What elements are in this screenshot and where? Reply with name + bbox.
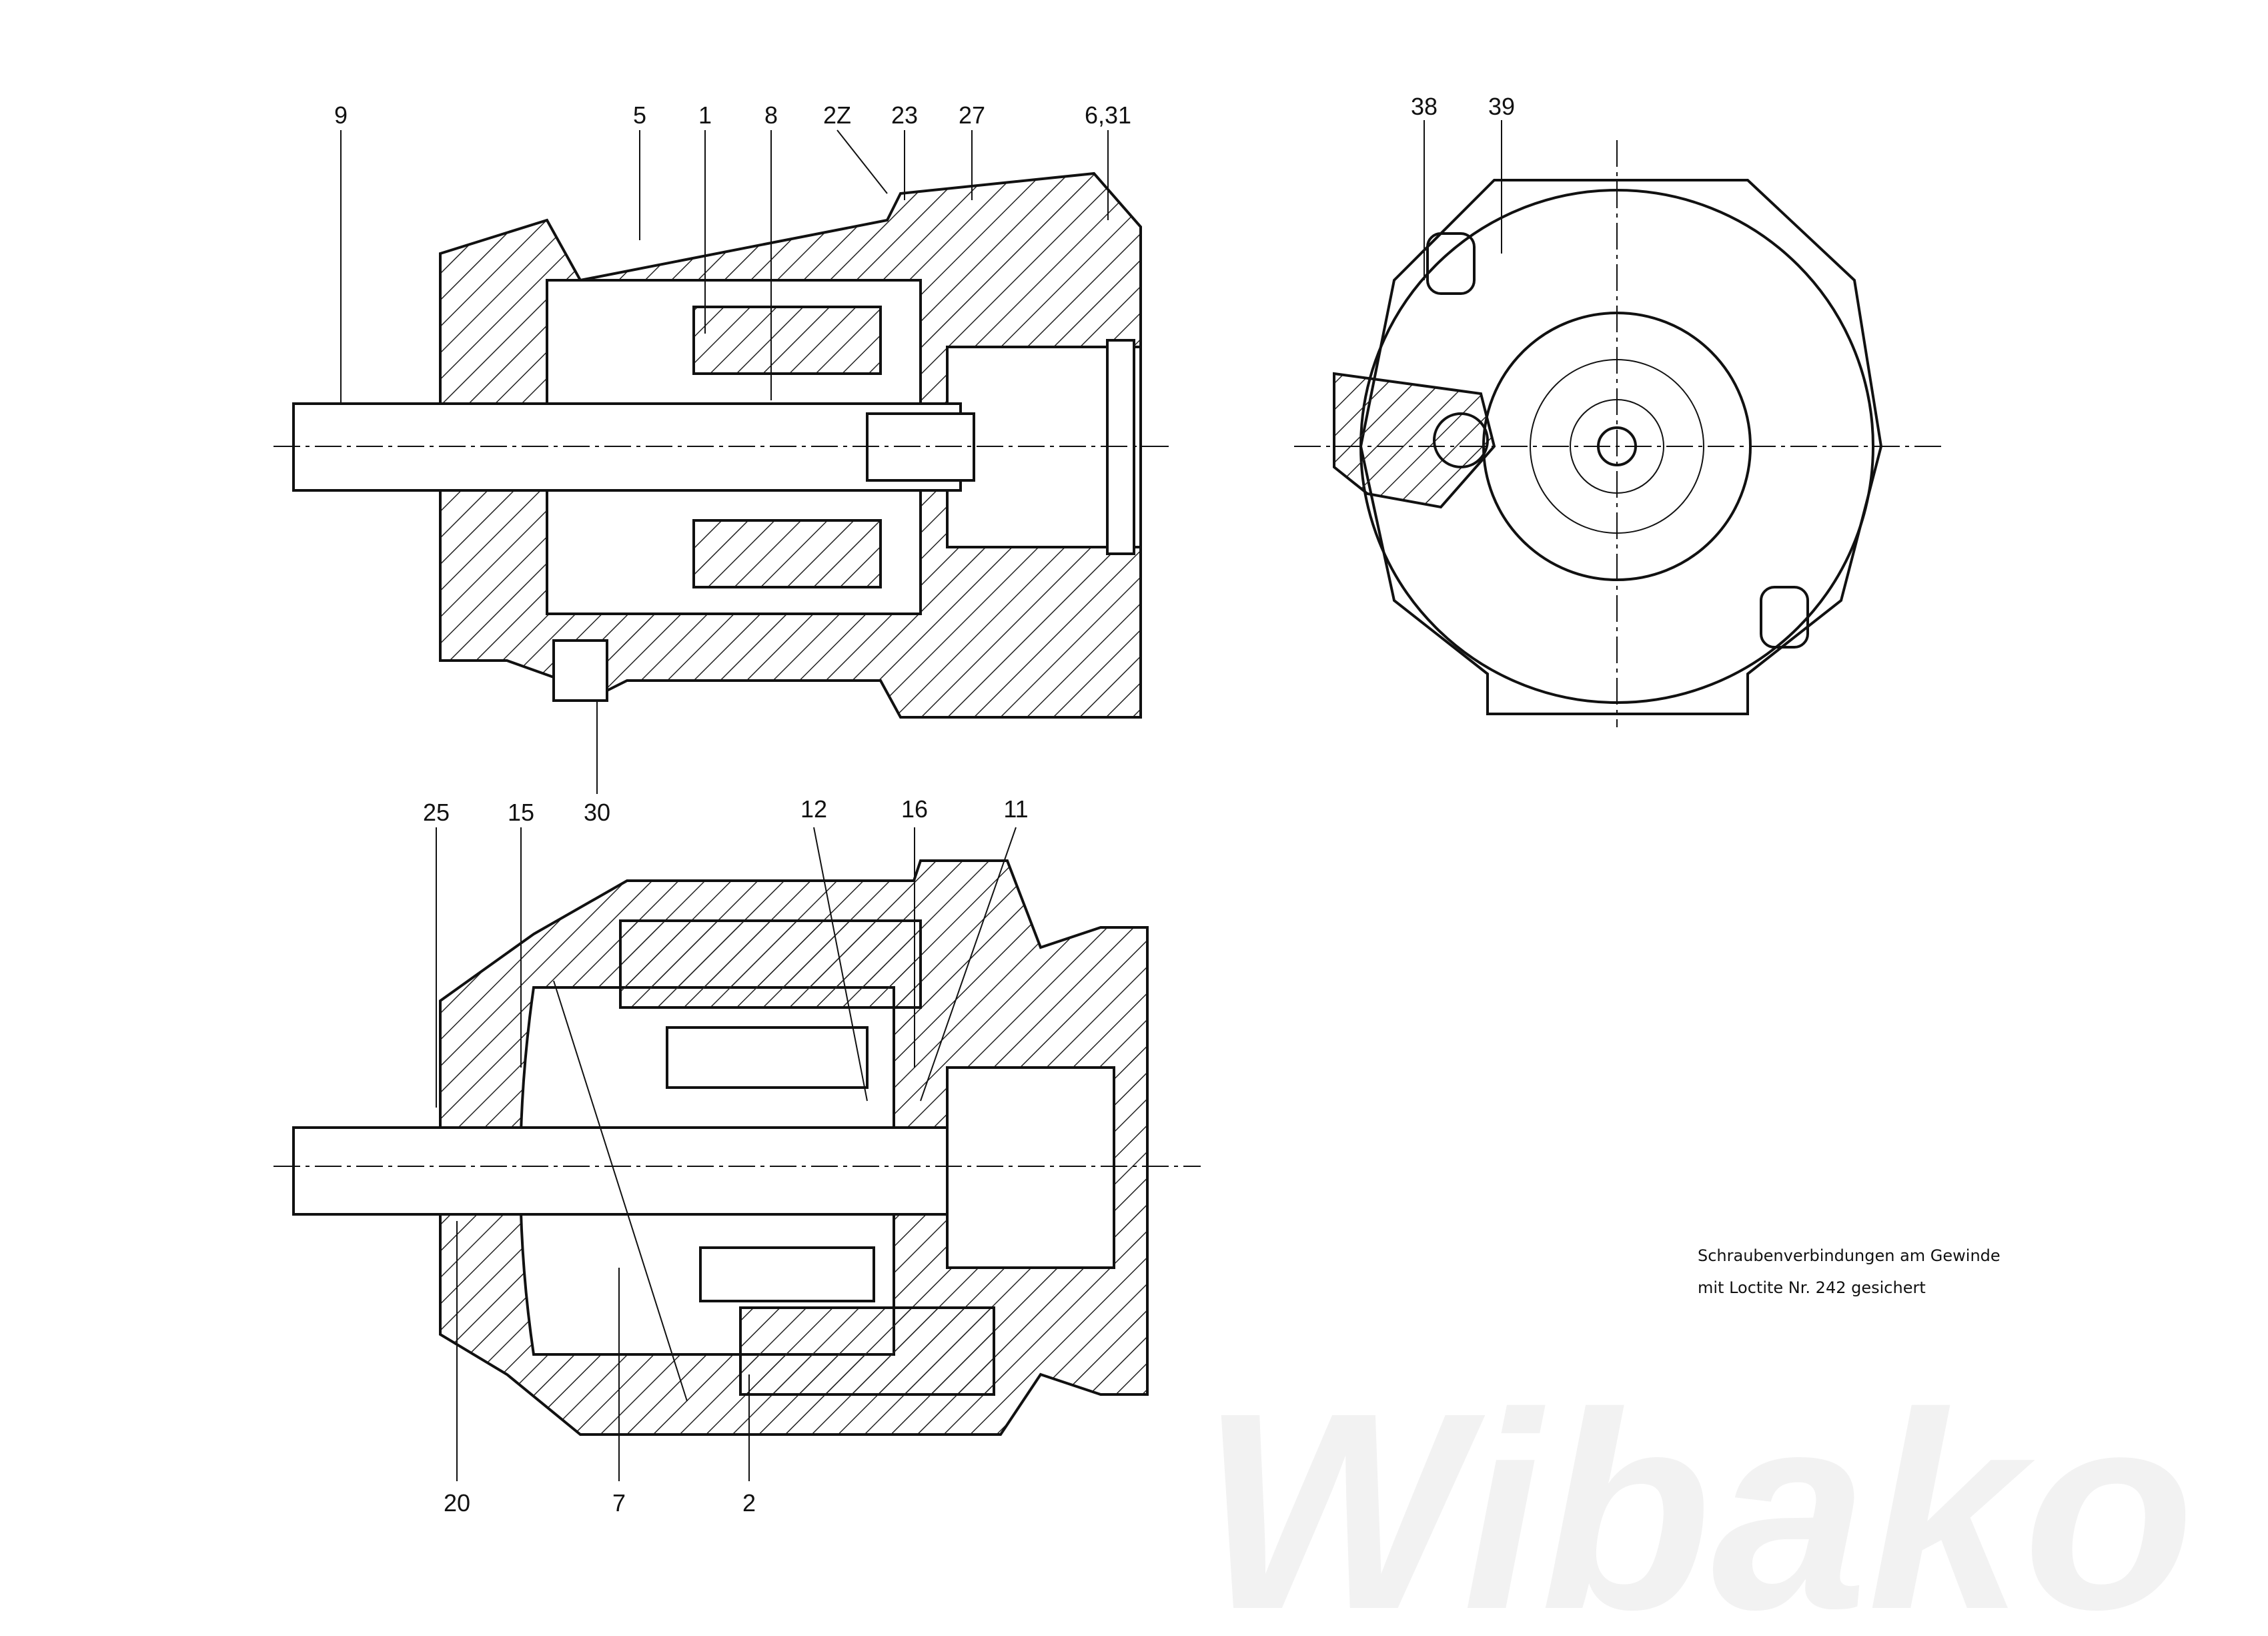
end-view xyxy=(1294,140,1941,727)
label-5: 5 xyxy=(633,101,646,129)
label-6-31: 6,31 xyxy=(1085,101,1131,129)
label-22: 2Z xyxy=(823,101,851,129)
label-11: 11 xyxy=(1003,795,1028,823)
note-line-2: mit Loctite Nr. 242 gesichert xyxy=(1698,1278,1926,1297)
top-section-view xyxy=(273,171,1174,719)
assembly-note: Schraubenverbindungen am Gewinde mit Loc… xyxy=(1698,1246,2001,1297)
label-20: 20 xyxy=(444,1489,470,1517)
label-12: 12 xyxy=(800,795,827,823)
label-16: 16 xyxy=(901,795,928,823)
part-labels: 9 5 1 8 2Z 23 27 6,31 38 39 30 25 15 12 … xyxy=(334,93,1515,1517)
label-1: 1 xyxy=(698,101,712,129)
label-30: 30 xyxy=(584,799,610,826)
note-line-1: Schraubenverbindungen am Gewinde xyxy=(1698,1246,2001,1265)
leader-lines xyxy=(340,120,1502,1481)
label-15: 15 xyxy=(508,799,534,826)
label-9: 9 xyxy=(334,101,348,129)
label-39: 39 xyxy=(1488,93,1515,120)
label-2: 2 xyxy=(742,1489,756,1517)
label-7: 7 xyxy=(612,1489,626,1517)
label-25: 25 xyxy=(423,799,450,826)
label-27: 27 xyxy=(959,101,985,129)
label-23: 23 xyxy=(891,101,918,129)
bottom-section-view xyxy=(273,859,1201,1436)
label-38: 38 xyxy=(1411,93,1438,120)
watermark: Wibako xyxy=(1201,1355,2195,1636)
label-8: 8 xyxy=(764,101,778,129)
